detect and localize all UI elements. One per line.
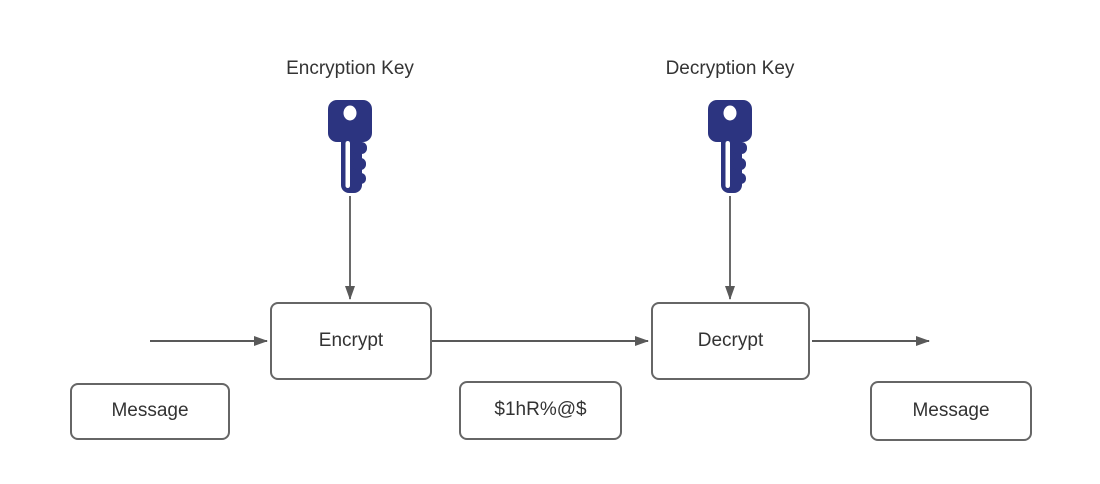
encrypt-box-label: Encrypt	[318, 329, 384, 351]
decrypt-box: Decrypt	[651, 302, 810, 380]
encryption-key-label: Encryption Key	[286, 58, 414, 79]
decryption-key-icon	[708, 100, 752, 193]
encrypt-box: Encrypt	[270, 302, 432, 380]
message-out-box: Message	[870, 381, 1032, 441]
ciphertext-label: $1hR%@$	[494, 399, 587, 421]
ciphertext-box: $1hR%@$	[459, 381, 622, 440]
decrypt-box-label: Decrypt	[697, 329, 764, 351]
message-in-box: Message	[70, 383, 230, 440]
decryption-key-label: Decryption Key	[665, 58, 795, 79]
message-out-label: Message	[912, 399, 990, 421]
encryption-key-icon	[328, 100, 372, 193]
message-in-label: Message	[111, 400, 189, 422]
